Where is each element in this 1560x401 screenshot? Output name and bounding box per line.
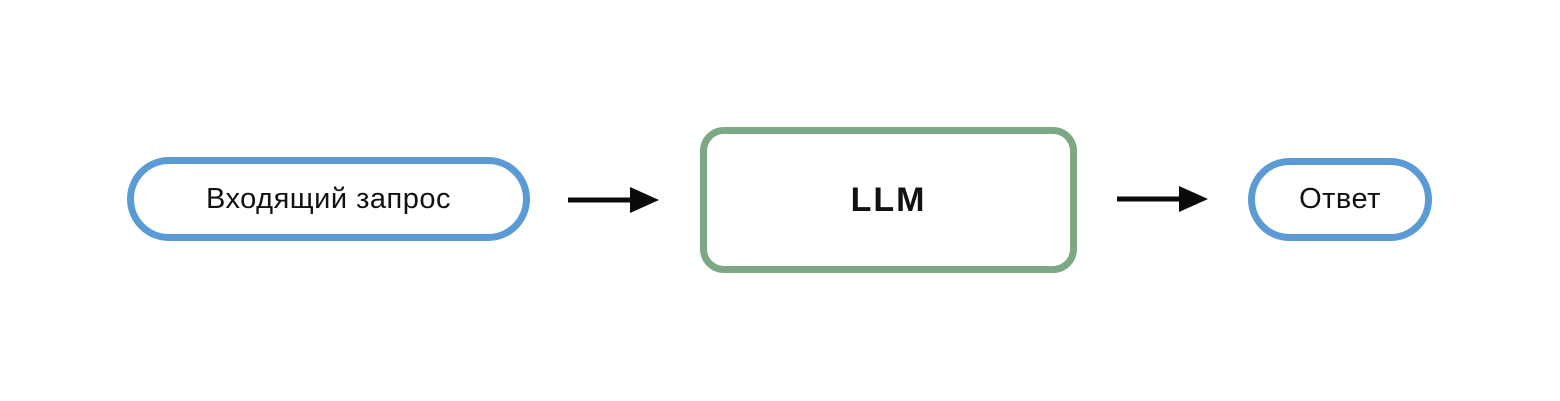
arrow-right-icon [568,187,659,213]
arrow-right-icon [1117,186,1208,212]
node-llm-label: LLM [850,180,927,219]
node-answer-label: Ответ [1299,183,1381,215]
node-incoming-request: Входящий запрос [127,157,530,241]
node-answer: Ответ [1248,158,1432,241]
node-llm: LLM [700,127,1077,273]
node-incoming-request-label: Входящий запрос [205,182,451,215]
